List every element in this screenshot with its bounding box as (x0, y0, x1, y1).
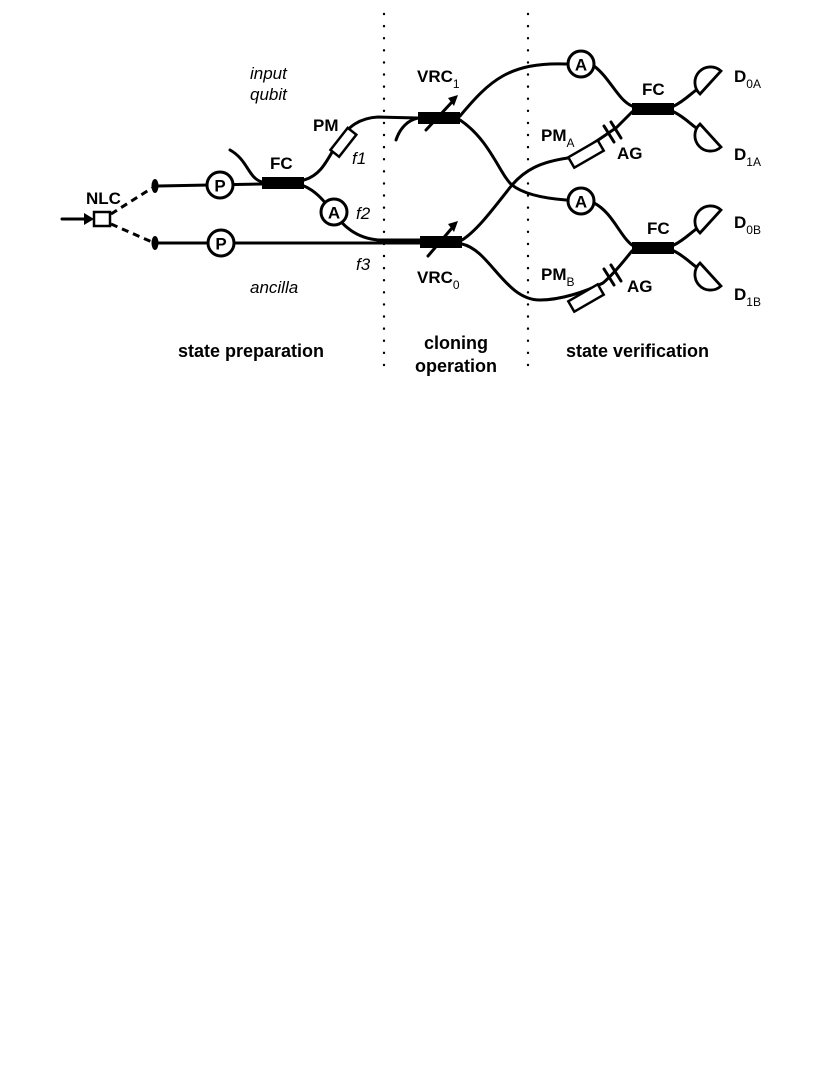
lens-lower-icon (151, 236, 159, 250)
phase-modulator-b (566, 282, 606, 314)
ancilla-label: ancilla (250, 278, 298, 297)
pm-b-label: PMB (541, 265, 575, 289)
circle-p-upper-label: P (214, 177, 225, 196)
nlc-crystal (92, 210, 112, 228)
air-gap-a-icon (602, 120, 623, 144)
fiber-clone-b-to-fc (592, 201, 634, 247)
d0b-label: D0B (734, 213, 761, 237)
fc-a-label: FC (642, 80, 665, 99)
f2-label: f2 (356, 204, 371, 223)
polarization-controller-upper-icon (205, 170, 235, 200)
circle-a-prep-label: A (328, 204, 340, 223)
d0a-label: D0A (734, 67, 761, 91)
lens-upper-icon (151, 179, 159, 193)
detector-d1b-icon (693, 261, 723, 292)
vrc1-label: VRC1 (417, 67, 460, 91)
input-qubit-label-line1: input (250, 64, 288, 83)
attenuator-b-icon (566, 186, 596, 216)
fc-b-coupler (632, 242, 674, 254)
circle-a-clone-a-label: A (575, 56, 587, 75)
f3-label: f3 (356, 255, 371, 274)
vrc1-variable-arrow-icon (424, 95, 458, 132)
fc-prep-free-end (228, 148, 264, 184)
d1a-label: D1A (734, 145, 761, 169)
pm-a-label: PMA (541, 126, 575, 150)
fc-a-coupler (632, 103, 674, 115)
detector-d0a-icon (693, 65, 723, 96)
section-state-preparation: state preparation (178, 341, 324, 361)
section-state-verification: state verification (566, 341, 709, 361)
vrc0-to-clone-b (460, 242, 542, 302)
nlc-label: NLC (86, 189, 121, 208)
detector-d1a-icon (693, 122, 723, 153)
fiber-pm-b-to-fc (538, 249, 634, 302)
d1b-label: D1B (734, 285, 761, 309)
polarization-controller-lower-icon (206, 228, 236, 258)
fc-prep-coupler (262, 177, 304, 189)
circle-p-lower-label: P (215, 235, 226, 254)
section-cloning-line2: operation (415, 356, 497, 376)
fc-prep-label: FC (270, 154, 293, 173)
pm-prep-label: PM (313, 116, 339, 135)
phase-modulator-a (566, 138, 606, 170)
vrc0-label: VRC0 (417, 268, 460, 292)
ag-b-label: AG (627, 277, 653, 296)
vrc1-free-end (394, 116, 420, 142)
photon-lower-path (110, 222, 153, 244)
ag-a-label: AG (617, 144, 643, 163)
fc-b-label: FC (647, 219, 670, 238)
vrc1-to-clone-a (458, 62, 568, 118)
attenuator-a-icon (566, 49, 596, 79)
circle-a-clone-b-label: A (575, 193, 587, 212)
section-cloning-line1: cloning (424, 333, 488, 353)
pump-arrow (60, 213, 94, 225)
air-gap-b-icon (602, 263, 623, 287)
photon-upper-path (110, 186, 153, 216)
f1-label: f1 (352, 149, 366, 168)
input-qubit-label-line2: qubit (250, 85, 288, 104)
fiber-clone-a-to-fc (592, 64, 634, 108)
attenuator-prep-icon (319, 197, 349, 227)
detector-d0b-icon (693, 204, 723, 235)
phase-modulator-prep (328, 126, 359, 159)
vrc0-crossing-path (460, 156, 570, 242)
vrc0-variable-arrow-icon (426, 221, 458, 258)
